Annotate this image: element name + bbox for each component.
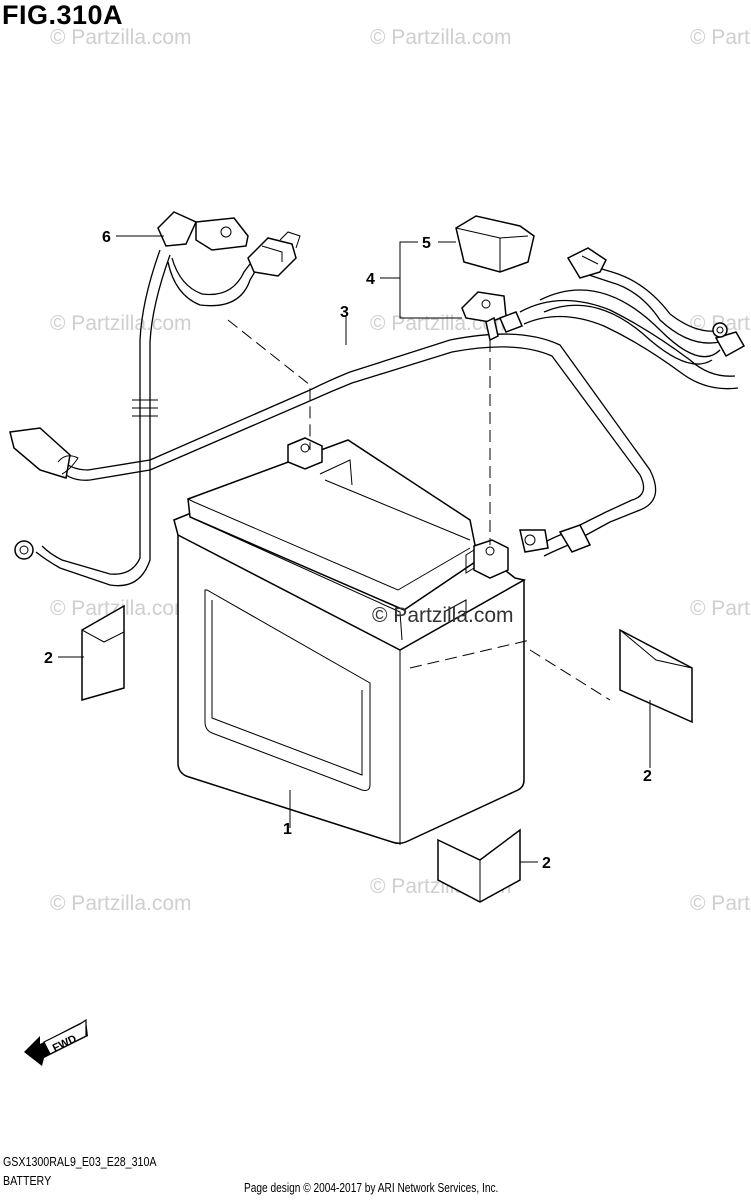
model-code: GSX1300RAL9_E03_E28_310A <box>3 1154 157 1169</box>
reference-lines <box>227 319 611 701</box>
callout-2-right: 2 <box>643 768 652 785</box>
fwd-arrow: FWD <box>24 1018 88 1066</box>
callout-4: 4 <box>366 271 375 288</box>
page-footer: Page design © 2004-2017 by ARI Network S… <box>244 1180 499 1195</box>
watermark: © Partzilla.com <box>690 597 751 620</box>
watermark: © Partzilla.com <box>50 26 192 49</box>
callout-5: 5 <box>422 235 431 252</box>
callout-1: 1 <box>283 821 292 838</box>
watermark: © Partzilla.com <box>50 312 192 335</box>
figure-title: FIG.310A <box>2 0 124 30</box>
section-name: BATTERY <box>3 1173 52 1188</box>
watermark: © Partzilla.com <box>690 892 751 915</box>
battery-labels <box>81 604 693 903</box>
callout-2-bottom: 2 <box>542 855 551 872</box>
callout-2-left: 2 <box>44 650 53 667</box>
positive-lead-wire <box>461 247 746 390</box>
callout-6: 6 <box>102 229 111 246</box>
watermark-prominent: © Partzilla.com <box>372 604 514 627</box>
terminal-cap <box>455 215 535 273</box>
negative-lead-wire <box>9 333 657 557</box>
watermark: © Partzilla.com <box>690 26 751 49</box>
battery <box>173 437 527 845</box>
watermark: © Partzilla.com <box>370 26 512 49</box>
callout-3: 3 <box>340 304 349 321</box>
starter-wire <box>14 211 301 587</box>
callout-leaders <box>58 235 651 863</box>
watermark: © Partzilla.com <box>50 892 192 915</box>
